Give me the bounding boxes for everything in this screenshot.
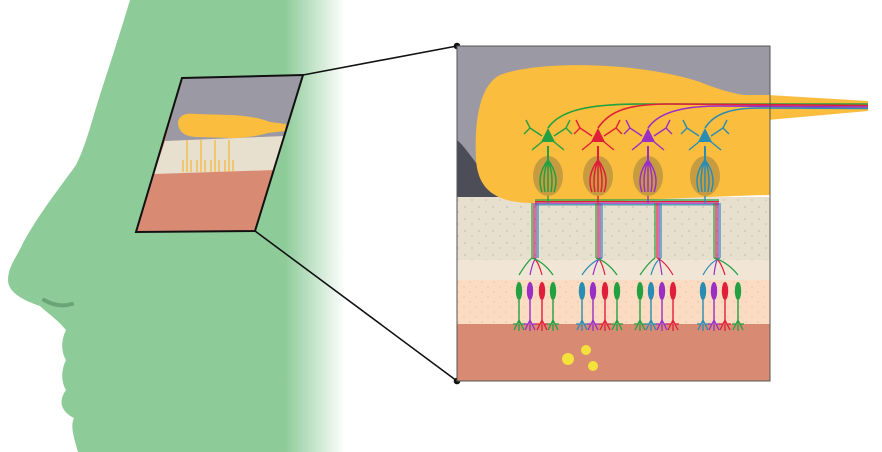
nostril-icon: [42, 298, 74, 308]
neuron-icon: [698, 128, 712, 142]
neuron-cluster: [634, 203, 679, 331]
neuron-icon: [647, 282, 655, 300]
neuron-icon: [515, 282, 523, 300]
neuron-icon: [669, 282, 677, 300]
odorant-molecule-icon: [588, 361, 598, 371]
neuron-icon: [658, 282, 666, 300]
red-receptor-mitral-cell: [573, 119, 623, 196]
neuron-icon: [710, 282, 718, 300]
neuron-icon: [699, 282, 707, 300]
tract-axons: [547, 103, 869, 129]
olfactory-inset: [456, 45, 869, 382]
sensory-neurons: [513, 196, 744, 331]
neuron-icon: [613, 282, 621, 300]
neuron-icon: [526, 282, 534, 300]
odorant-molecules: [562, 345, 598, 371]
neuron-icon: [601, 282, 609, 300]
neuron-icon: [721, 282, 729, 300]
neuron-cluster: [513, 203, 559, 331]
neuron-icon: [538, 282, 546, 300]
purple-receptor-mitral-cell: [623, 119, 673, 196]
neuron-icon: [591, 128, 605, 142]
neuron-icon: [641, 128, 655, 142]
inset-outline: [456, 45, 771, 382]
odorant-molecule-icon: [581, 345, 591, 355]
neuron-icon: [589, 282, 597, 300]
neuron-icon: [578, 282, 586, 300]
mucus-layer: [457, 324, 770, 381]
neuron-icon: [549, 282, 557, 300]
neuron-icon: [541, 128, 555, 142]
neuron-cluster: [697, 203, 744, 331]
small-neurons: [182, 140, 234, 172]
neuron-icon: [636, 282, 644, 300]
neuron-icon: [734, 282, 742, 300]
nasal-region-small: [134, 73, 305, 234]
neuron-cluster: [576, 203, 623, 331]
green-receptor-mitral-cell: [523, 119, 573, 196]
mitral-cells: [523, 119, 730, 196]
blue-receptor-mitral-cell: [680, 119, 730, 196]
odorant-molecule-icon: [562, 353, 574, 365]
